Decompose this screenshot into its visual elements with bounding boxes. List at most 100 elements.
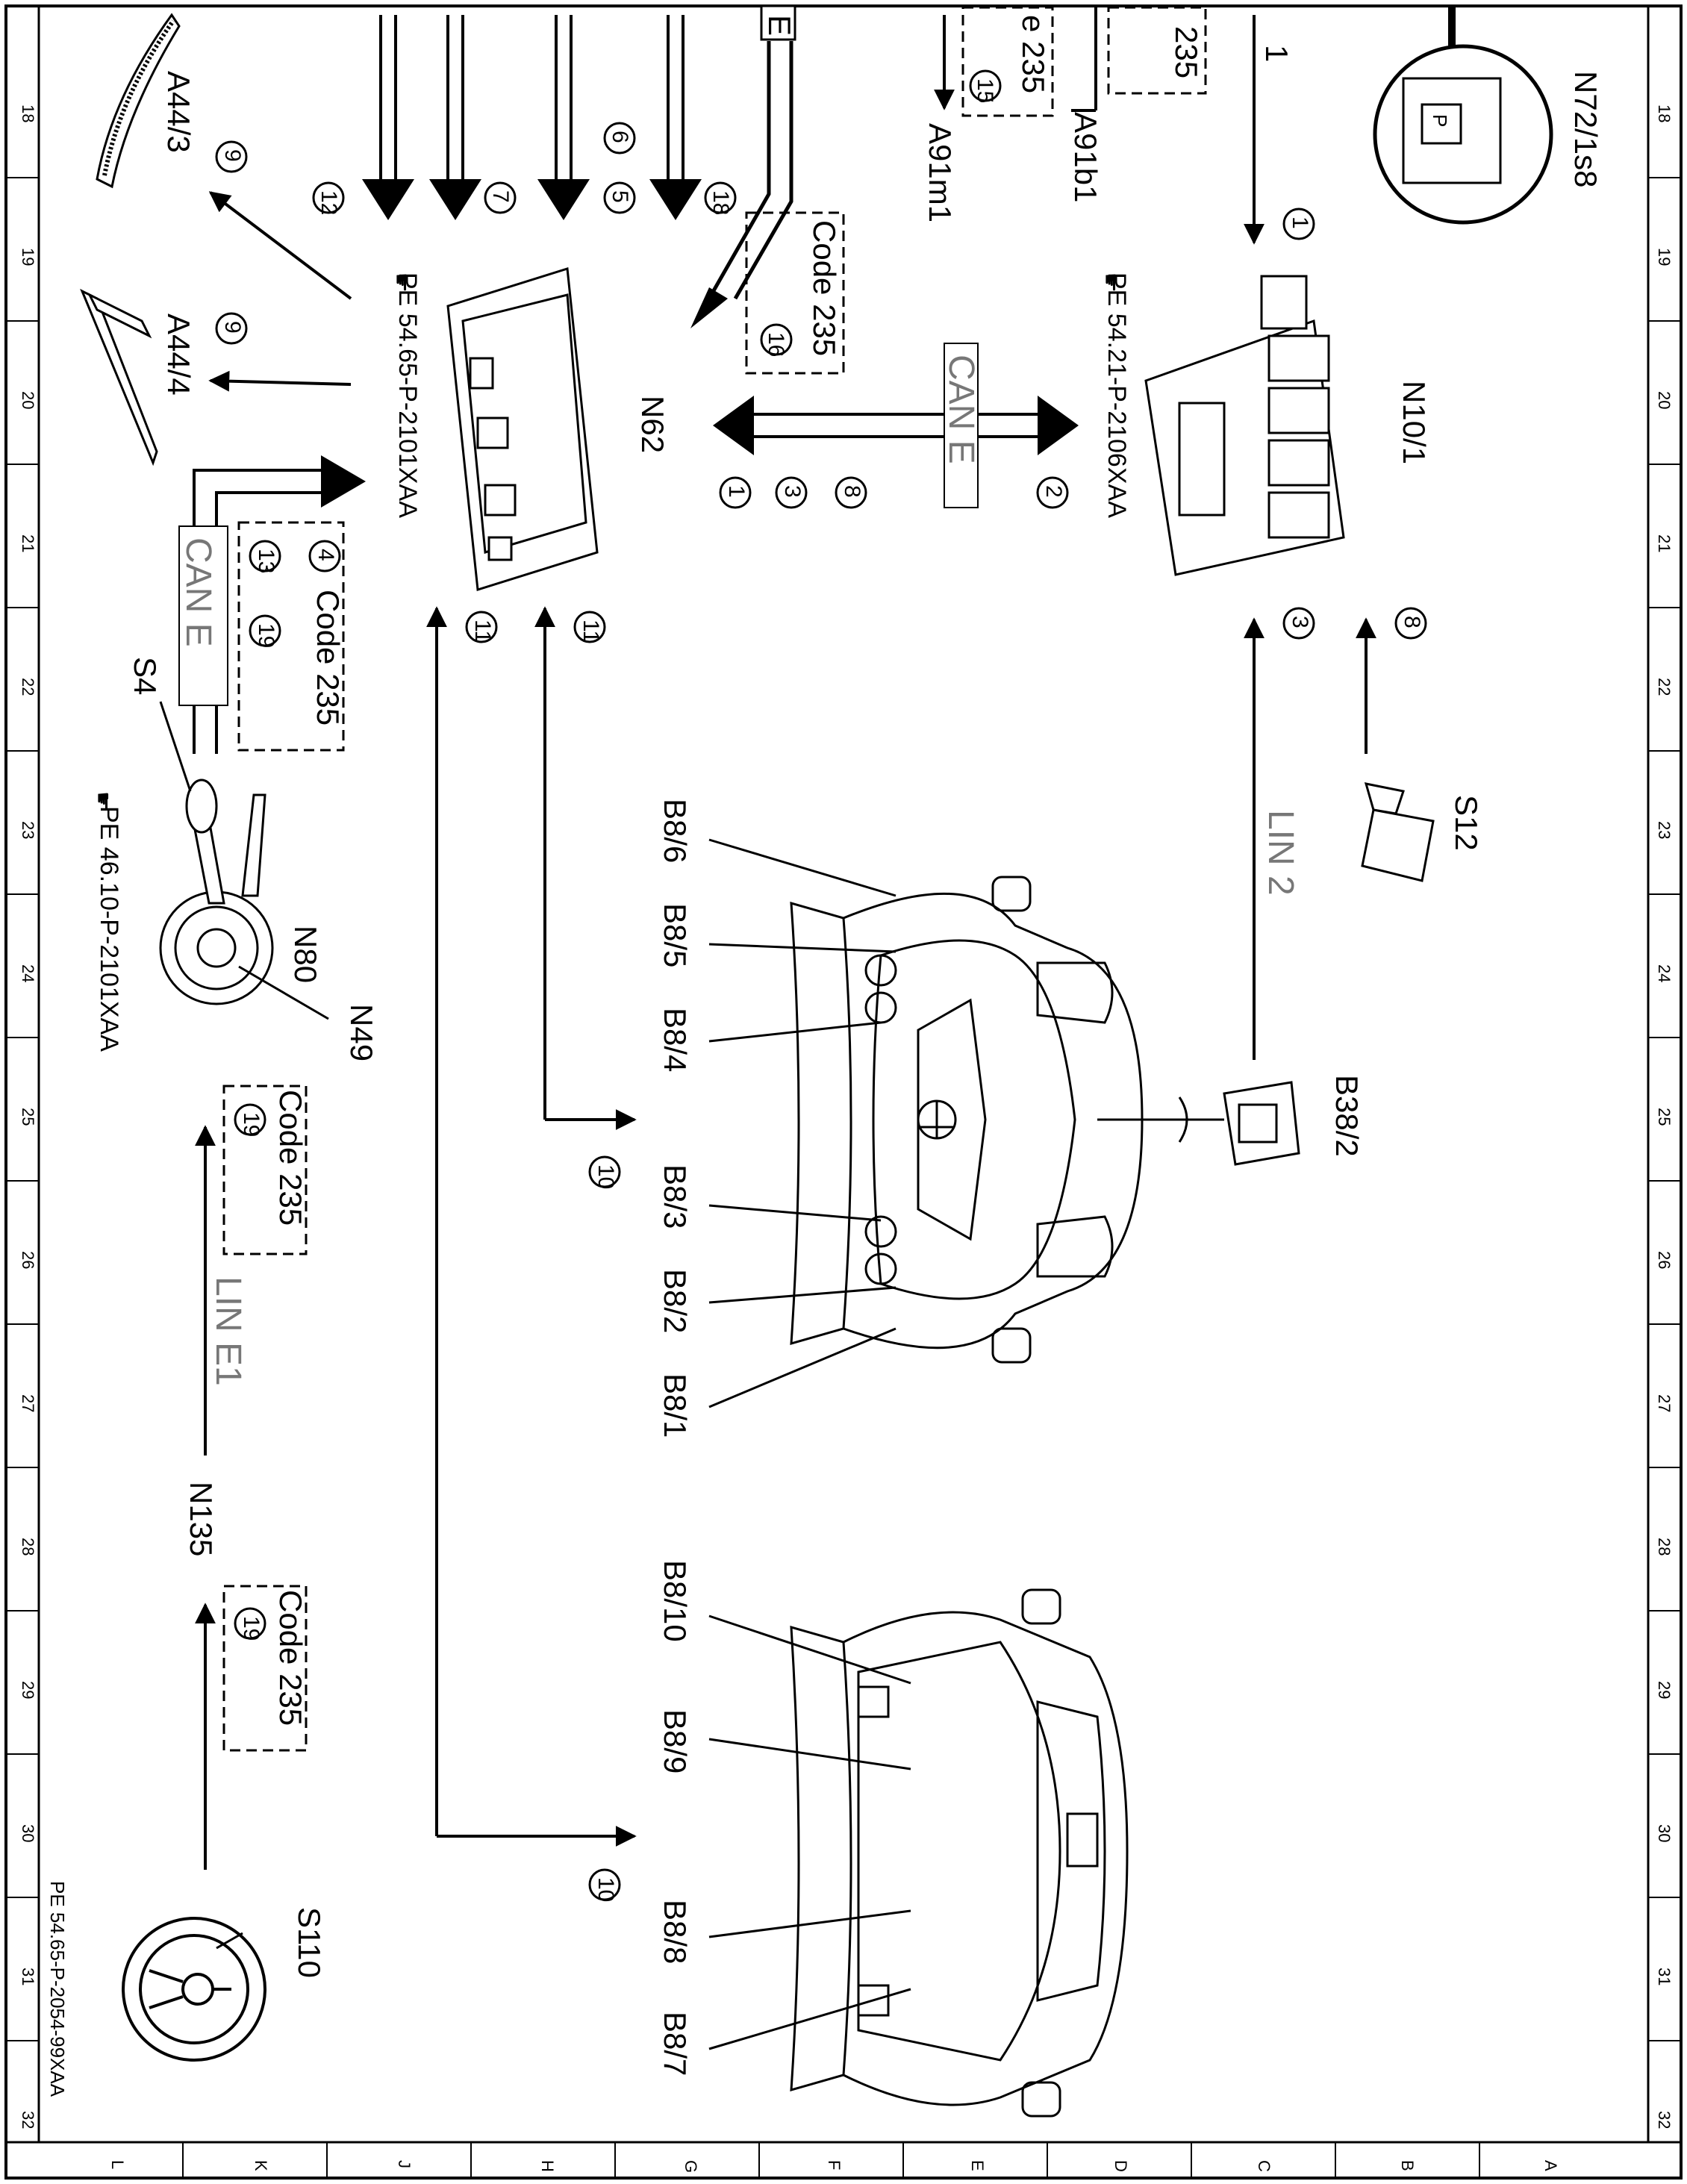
label-b8-10: B8/10 (658, 1560, 693, 1642)
circle-1-n10 (1282, 208, 1315, 240)
label-n135: N135 (184, 1482, 219, 1556)
label-s4: S4 (128, 657, 163, 695)
steering-column-switch (159, 779, 274, 1005)
can-e-tag (178, 525, 228, 706)
sensor-leaders-rear (708, 1614, 911, 2050)
circle-3-n10 (1282, 607, 1315, 640)
hand-pointer-icon: ☛ (90, 791, 115, 811)
sensor-b38-2 (1223, 1081, 1300, 1166)
arrow (208, 370, 352, 392)
grid-column-labels: L K J H G F E D C B A (108, 2160, 1560, 2173)
circle-19 (249, 614, 281, 647)
can-e-bus (713, 343, 1079, 508)
label-b8-4: B8/4 (658, 1008, 693, 1072)
circle-8-n10-text: 8 (1400, 616, 1424, 628)
circle-10b-text: 10 (593, 1877, 618, 1902)
grid-row: 20 (1655, 391, 1674, 409)
grid-col: F (825, 2160, 844, 2170)
hand-pointer-icon: ☛ (389, 272, 414, 293)
car-front-view (790, 876, 1188, 1364)
grid-row: 24 (1655, 964, 1674, 982)
svg-text:P: P (1429, 114, 1451, 127)
circle-18: 18 (708, 190, 733, 215)
code-box (745, 211, 845, 375)
grid-row: 19 (19, 248, 37, 266)
car-rear-view (790, 1588, 1129, 2118)
circle-10a-text: 10 (593, 1164, 618, 1189)
grid-col: B (1398, 2160, 1417, 2171)
grid-row: 22 (1655, 678, 1674, 696)
label-b8-8: B8/8 (658, 1900, 693, 1964)
code-box (222, 1585, 308, 1752)
label-bus-e: E (762, 15, 797, 36)
label-235: 235 (1169, 26, 1204, 78)
circle-7: 7 (488, 190, 513, 203)
circle-19c-text: 19 (239, 1616, 264, 1641)
grid-col: J (395, 2160, 414, 2168)
circle-4 (308, 540, 341, 572)
circle-11b-text: 11 (579, 620, 603, 643)
label-b38-2: B38/2 (1329, 1075, 1365, 1157)
grid-row: 28 (19, 1538, 37, 1556)
circle-11a-text: 11 (470, 620, 495, 643)
circle-13 (249, 540, 281, 572)
grid-row: 24 (19, 964, 37, 982)
can-circles (719, 476, 1069, 509)
grid-row: 20 (19, 391, 37, 409)
grid-row: 26 (19, 1251, 37, 1269)
circle-13-text: 13 (254, 549, 278, 573)
code-box (237, 521, 345, 752)
grid-col: A (1541, 2160, 1560, 2171)
circle-10b (588, 1868, 621, 1901)
label-e235: e 235 (1016, 15, 1051, 93)
code-box (1107, 6, 1207, 95)
label-can-e: CAN E (941, 355, 981, 464)
bus-line (707, 41, 793, 300)
hand-pointer-icon: ☛ (1098, 272, 1123, 293)
label-number-1: 1 (1259, 45, 1294, 62)
grid-col: D (1111, 2160, 1130, 2172)
top-circles (215, 122, 737, 345)
label-a44-4: A44/4 (161, 313, 196, 396)
grid-row: 30 (19, 1824, 37, 1842)
label-b8-2: B8/2 (658, 1269, 693, 1333)
bus-arrows-top (379, 15, 685, 179)
circle-8-n10 (1394, 607, 1427, 640)
circle-6: 6 (608, 131, 632, 143)
label-b8-5: B8/5 (658, 903, 693, 967)
module-n62 (446, 267, 599, 591)
circle-4-text: 4 (314, 549, 338, 561)
grid-row: 23 (1655, 821, 1674, 839)
label-n80: N80 (288, 926, 323, 983)
label-b8-6: B8/6 (658, 799, 693, 863)
circle-19-text: 19 (254, 623, 278, 648)
grid-row: 21 (1655, 534, 1674, 552)
label-code235: Code 235 (807, 220, 842, 356)
leader-line (216, 1932, 243, 1950)
leader-line (238, 965, 329, 1020)
sensor-leaders-front (708, 838, 896, 1408)
circle-15 (969, 69, 1002, 102)
circle-9b: 9 (220, 321, 245, 334)
label-b8-3: B8/3 (658, 1164, 693, 1229)
grid-col: E (968, 2160, 987, 2171)
leader-line (159, 701, 192, 792)
grid-row: 21 (19, 534, 37, 552)
label-a44-3: A44/3 (161, 71, 196, 153)
circle-16 (760, 323, 793, 356)
label-s110: S110 (292, 1907, 327, 1978)
grid-row: 28 (1655, 1538, 1674, 1556)
grid-row: 29 (1655, 1681, 1674, 1699)
label-a91b1: A91b1 (1068, 112, 1103, 202)
grid-col: G (682, 2160, 700, 2173)
page-frame (4, 4, 1683, 2180)
label-code235-2: Code 235 (311, 590, 346, 726)
ref-pe-n10: PE 54.21-P-2106XAA (1103, 272, 1131, 518)
circle-10a (588, 1155, 621, 1188)
label-can-e-lower: CAN E (178, 537, 218, 647)
arrow (208, 191, 352, 300)
label-n10-1: N10/1 (1397, 381, 1432, 464)
grid-row: 30 (1655, 1824, 1674, 1842)
grid-col: K (252, 2160, 270, 2171)
